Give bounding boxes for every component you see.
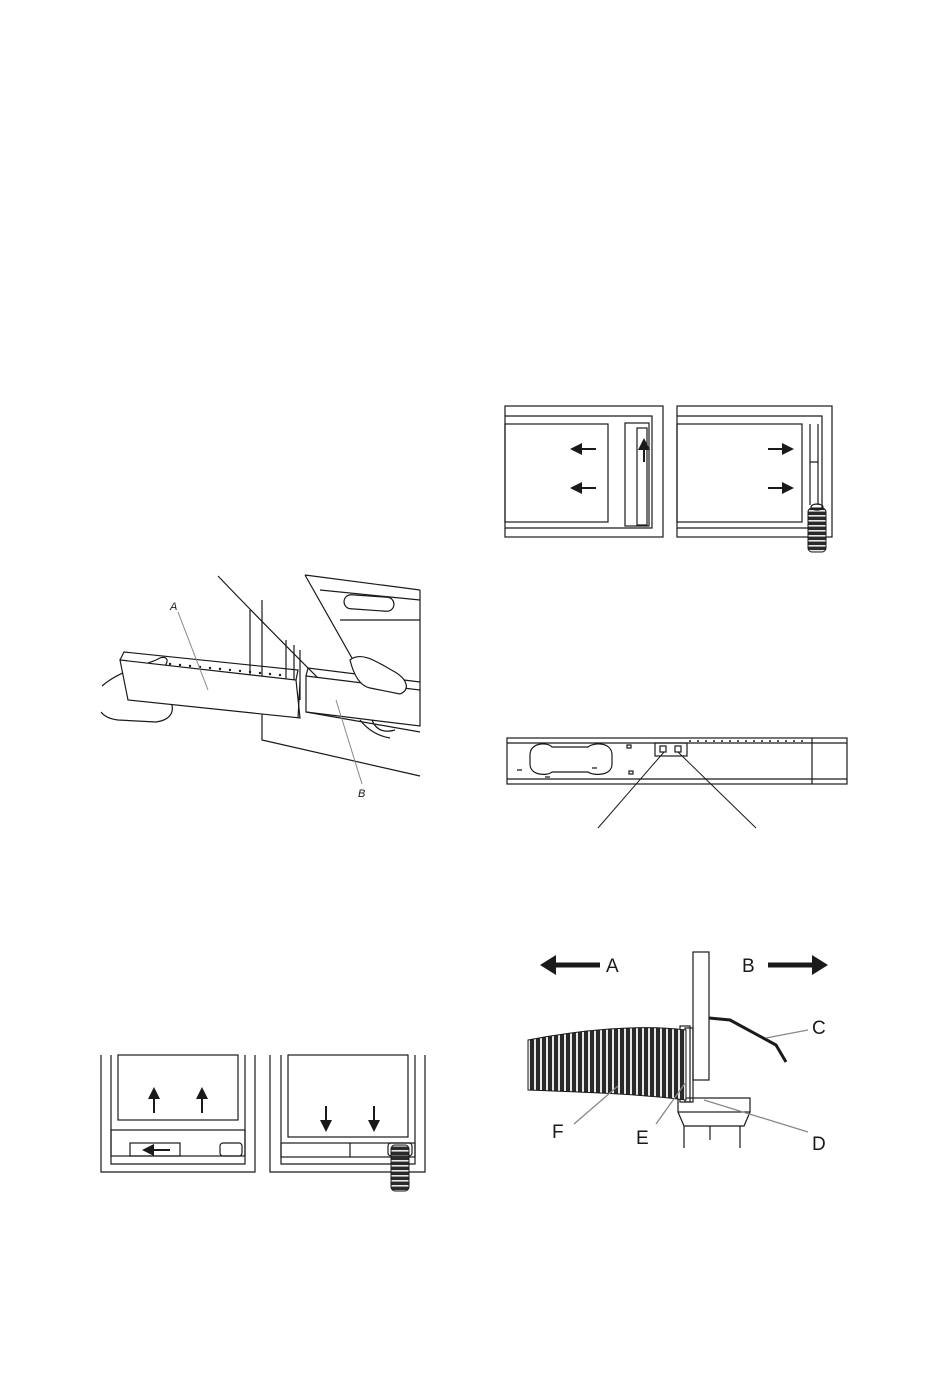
- figure-hose-assembly: A B C D E F: [528, 952, 828, 1155]
- exhaust-hose-icon: [388, 1143, 412, 1191]
- arrow-icon: [812, 955, 828, 975]
- sash-handle-slot: [344, 594, 395, 611]
- figure-window-slider-insert: A B: [101, 575, 420, 800]
- exhaust-hose-icon: [528, 1028, 686, 1100]
- leader-line-left: [598, 752, 664, 828]
- label-b: B: [742, 956, 755, 977]
- figure-slider-panel-detail: [507, 738, 847, 828]
- leader-line-c: [766, 1030, 808, 1038]
- label-a: A: [606, 956, 619, 977]
- label-f: F: [552, 1122, 564, 1143]
- leader-line-d: [704, 1100, 808, 1132]
- exhaust-hose-icon: [808, 504, 826, 552]
- label-c: C: [812, 1018, 826, 1039]
- label-e: E: [636, 1128, 649, 1149]
- slider-holes: [689, 740, 803, 742]
- window-opening: [530, 744, 612, 774]
- figure-vertical-window-right: [270, 1055, 425, 1191]
- label-b: B: [358, 788, 365, 800]
- label-a: A: [169, 601, 177, 613]
- leader-line-right: [678, 752, 756, 828]
- label-d: D: [812, 1134, 826, 1155]
- figure-horizontal-window-left: [505, 406, 663, 537]
- figure-vertical-window-left: [101, 1055, 255, 1172]
- arrow-icon: [540, 955, 556, 975]
- figure-horizontal-window-right: [677, 406, 832, 552]
